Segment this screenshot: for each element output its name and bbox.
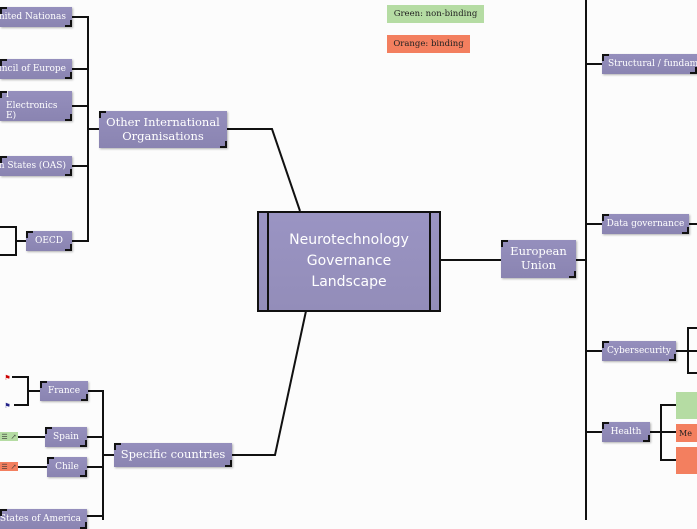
node-other-international-organisations[interactable]: Other International Organisations xyxy=(99,111,227,148)
flag-icon: ⚑ xyxy=(4,373,11,382)
node-label: Structural / fundame xyxy=(608,58,697,69)
node-usa[interactable]: d States of America xyxy=(0,509,87,529)
node-oecd[interactable]: OECD xyxy=(26,231,72,251)
notes-icon[interactable]: ☰ xyxy=(0,432,9,441)
node-ieee[interactable]: l Electronics E) xyxy=(0,91,72,121)
link-icon[interactable]: ↗ xyxy=(9,462,18,471)
node-oas[interactable]: an States (OAS) xyxy=(0,156,72,176)
node-council-of-europe[interactable]: uncil of Europe xyxy=(0,59,72,79)
node-label: United Nationas xyxy=(0,11,66,22)
node-specific-countries[interactable]: Specific countries xyxy=(114,443,232,467)
node-spain[interactable]: Spain xyxy=(45,427,87,447)
node-label: OECD xyxy=(34,235,64,246)
central-topic[interactable]: Neurotechnology Governance Landscape xyxy=(257,211,441,312)
node-label: uncil of Europe xyxy=(0,63,66,74)
node-label: Specific countries xyxy=(120,447,226,462)
node-united-nations[interactable]: United Nationas xyxy=(0,7,72,27)
node-cybersecurity[interactable]: Cybersecurity xyxy=(602,341,676,361)
node-france[interactable]: France xyxy=(40,381,88,401)
node-label: Other International Organisations xyxy=(106,114,220,143)
node-label: France xyxy=(47,385,81,396)
node-label: Data governance xyxy=(606,218,685,229)
health-leaf-binding[interactable] xyxy=(676,447,697,474)
node-chile[interactable]: Chile xyxy=(47,457,87,477)
notes-icon[interactable]: ☰ xyxy=(0,462,9,471)
node-european-union[interactable]: European Union xyxy=(501,240,576,278)
central-topic-label: Neurotechnology Governance Landscape xyxy=(289,232,409,290)
flag-icon: ⚑ xyxy=(4,401,11,410)
node-health[interactable]: Health xyxy=(602,422,650,442)
node-label: an States (OAS) xyxy=(0,160,66,171)
health-leaf-binding[interactable]: Me xyxy=(676,424,697,442)
node-label: l Electronics E) xyxy=(6,91,58,121)
node-label: Spain xyxy=(53,431,79,442)
health-leaf-non-binding[interactable] xyxy=(676,392,697,419)
node-label: Chile xyxy=(55,461,79,472)
legend-binding: Orange: binding xyxy=(387,35,470,53)
node-label: European Union xyxy=(510,244,567,272)
node-structural[interactable]: Structural / fundame xyxy=(602,54,697,74)
node-data-governance[interactable]: Data governance xyxy=(602,214,689,234)
node-label: Health xyxy=(610,426,642,437)
link-icon[interactable]: ↗ xyxy=(9,432,18,441)
node-label: d States of America xyxy=(0,513,81,524)
legend-non-binding: Green: non-binding xyxy=(387,5,484,23)
node-label: Cybersecurity xyxy=(606,345,672,356)
